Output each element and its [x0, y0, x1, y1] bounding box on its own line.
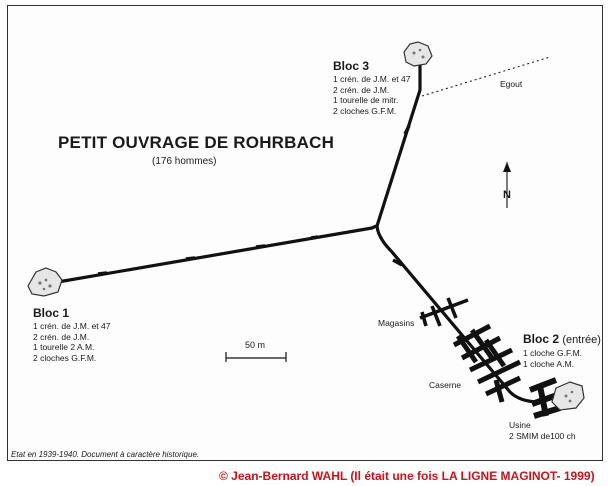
usine-label: Usine [509, 420, 531, 430]
scale-label: 50 m [245, 340, 266, 350]
north-arrow [503, 162, 511, 208]
bloc1-name: Bloc 1 [33, 306, 70, 320]
bloc2-suffix: (entrée) [562, 334, 601, 346]
bloc3-line: 2 cloches G.F.M. [333, 105, 397, 116]
scale-bar [225, 352, 287, 362]
bloc2-line: 1 cloche A.M. [523, 358, 575, 369]
copyright-notice: © Jean-Bernard WAHL (Il était une fois L… [219, 469, 595, 483]
sewer-line [421, 56, 551, 97]
egout-label: Egout [500, 79, 523, 89]
bloc1-details: 1 crén. de J.M. et 47 2 crén. de J.M. 1 … [33, 321, 110, 363]
bloc3-line: 1 tourelle de mitr. [333, 95, 399, 105]
bloc1-shape [27, 267, 63, 297]
bloc3-details: 1 crén. de J.M. et 47 2 crén. de J.M. 1 … [333, 74, 410, 116]
gallery-bloc3 [375, 64, 422, 228]
gallery-bloc2 [375, 224, 542, 404]
bloc3-line: 1 crén. de J.M. et 47 [333, 74, 411, 84]
bloc1-block: Bloc 1 1 crén. de J.M. et 47 2 crén. de … [33, 307, 110, 363]
bloc2-block: Bloc 2 (entrée) 1 cloche G.F.M. 1 cloche… [523, 333, 601, 369]
bloc3-line: 2 crén. de J.M. [333, 84, 390, 95]
bloc2-name: Bloc 2 [523, 332, 560, 346]
bloc2-dots [564, 390, 574, 403]
bloc2-line: 1 cloche G.F.M. [523, 348, 583, 358]
bloc3-dots [412, 48, 425, 59]
bloc2-shape [551, 381, 585, 411]
gallery-marks [97, 125, 411, 276]
bloc1-line: 2 crén. de J.M. [33, 331, 90, 342]
bloc3-block: Bloc 3 1 crén. de J.M. et 47 2 crén. de … [333, 60, 410, 116]
historical-note: Etat en 1939-1940. Document à caractère … [11, 450, 200, 459]
map-subtitle: (176 hommes) [152, 156, 217, 167]
bloc3-shape [403, 41, 433, 67]
north-label: N [503, 189, 511, 201]
bloc3-name: Bloc 3 [333, 59, 370, 73]
bloc1-line: 1 tourelle 2 A.M. [33, 342, 95, 352]
magasins-label: Magasins [378, 318, 415, 328]
bloc1-line: 1 crén. de J.M. et 47 [33, 321, 111, 331]
bloc1-line: 2 cloches G.F.M. [33, 352, 97, 363]
map-title: PETIT OUVRAGE DE ROHRBACH [58, 133, 335, 152]
bloc2-heading: Bloc 2 (entrée) [523, 333, 601, 346]
gallery-junction [370, 224, 379, 230]
caserne-structure [452, 323, 522, 403]
caserne-label: Caserne [429, 380, 462, 390]
bloc2-details: 1 cloche G.F.M. 1 cloche A.M. [523, 348, 601, 369]
usine-detail: 2 SMIM de100 ch [509, 431, 576, 441]
magasins-structure [419, 297, 469, 327]
bloc1-dots [38, 278, 52, 291]
